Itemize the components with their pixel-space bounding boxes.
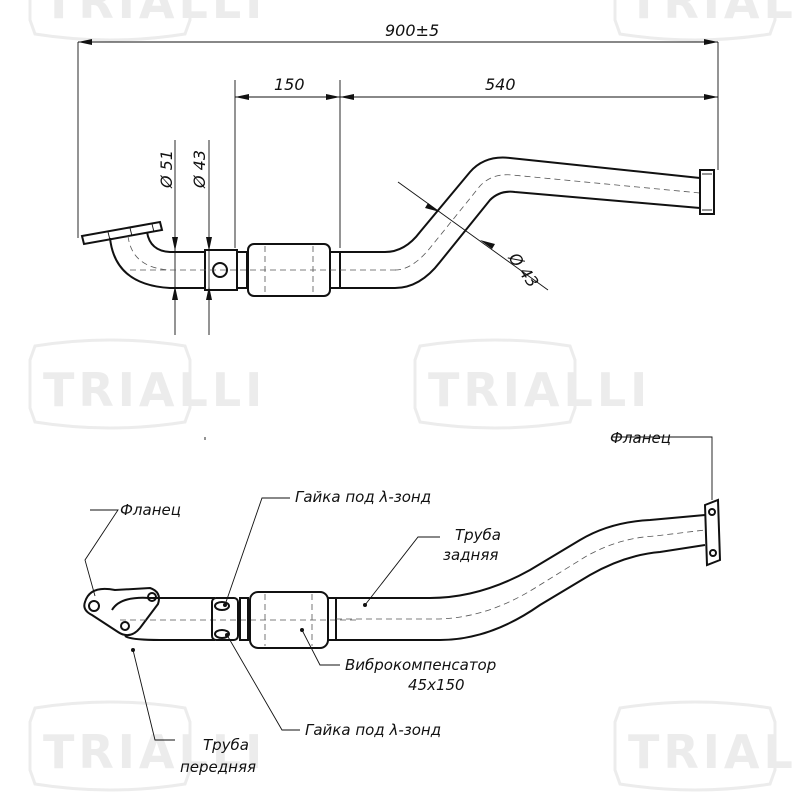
dimension-150: 150 [274, 75, 305, 94]
diameter-43-rear: Ø 43 [504, 248, 542, 291]
bottom-view: Фланец Фланец Гайка под λ-зонд Труба зад… [83, 429, 722, 776]
diameter-43-front: Ø 43 [190, 150, 209, 189]
dimension-540: 540 [485, 75, 516, 94]
label-front-pipe-1: Труба [203, 736, 249, 754]
label-flange-left: Фланец [120, 501, 181, 519]
diameter-51: Ø 51 [157, 150, 176, 189]
label-flange-right: Фланец [610, 429, 671, 447]
label-compensator-1: Виброкомпенсатор [345, 656, 496, 674]
label-lambda-nut-top: Гайка под λ-зонд [295, 488, 431, 506]
label-rear-pipe-2: задняя [443, 546, 498, 564]
label-front-pipe-2: передняя [180, 758, 256, 776]
label-rear-pipe-1: Труба [455, 526, 501, 544]
label-compensator-2: 45x150 [408, 676, 465, 694]
dimension-total: 900±5 [385, 21, 439, 40]
label-lambda-nut-bottom: Гайка под λ-зонд [305, 721, 441, 739]
top-view: 900±5 150 540 Ø 51 Ø 43 [77, 21, 719, 335]
